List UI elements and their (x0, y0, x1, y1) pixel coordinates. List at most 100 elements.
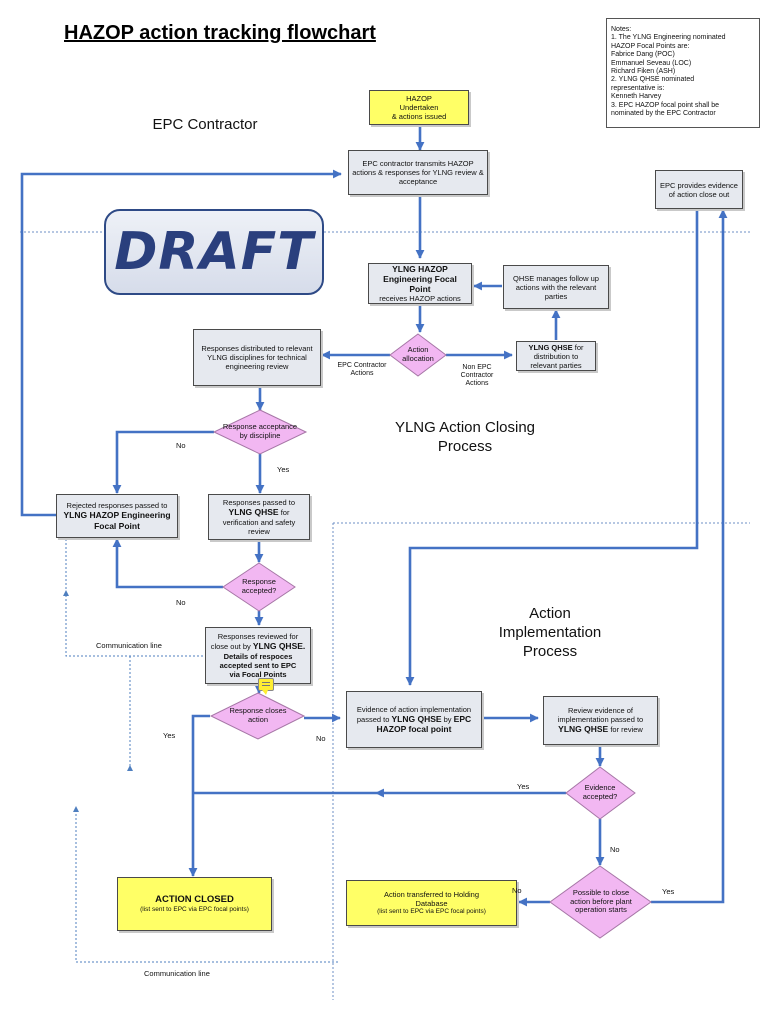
decision-response-closes-action (209, 692, 306, 740)
node-text: Response acceptance by discipline (222, 422, 298, 440)
node-rejected-responses: Rejected responses passed to YLNG HAZOP … (56, 494, 178, 538)
edge-line: EPC Contractor (337, 362, 387, 369)
notes-line: nominated by the EPC Contractor (611, 109, 716, 117)
node-line: action (247, 715, 268, 724)
decision-label-possible-to-close: Possible to close action before plant op… (562, 884, 640, 920)
decision-response-acceptance (212, 409, 308, 455)
edge-label-yes: Yes (517, 782, 530, 791)
node-bold: EPC HAZOP focal point (376, 713, 472, 734)
node-bold: YLNG QHSE (558, 724, 609, 735)
edge-label-no: No (176, 598, 186, 607)
node-text: Response accepted? (241, 577, 277, 595)
node-line: Action (407, 345, 429, 355)
node-responses-distributed: Responses distributed to relevant YLNG d… (193, 329, 321, 386)
node-text: EPC provides evidence of action close ou… (660, 180, 738, 199)
notes-line: Kenneth Harvey (611, 93, 662, 101)
node-line: allocation (402, 354, 434, 363)
notes-line: representative is: (611, 84, 665, 92)
edge-label-no: No (176, 441, 186, 450)
flow-arrow (188, 714, 210, 877)
edge-label-yes: Yes (163, 731, 176, 740)
node-bold: YLNG QHSE (528, 342, 573, 352)
notes-line: Emmanuel Seveau (LOC) (611, 59, 692, 67)
notes-box: Notes: 1. The YLNG Engineering nominated… (606, 18, 760, 128)
node-bold: YLNG QHSE. (252, 641, 306, 652)
edge-line: Actions (350, 370, 374, 378)
node-text: Possible to close action before plant op… (570, 888, 632, 915)
region-line: Process (437, 437, 493, 455)
decision-possible-to-close (549, 865, 652, 939)
node-line: (list sent to EPC via EPC focal points) (377, 908, 486, 916)
edge-line: Contractor (460, 372, 494, 380)
edge-label-no: No (610, 845, 620, 854)
edge-label-epc-actions: EPC Contractor Actions (332, 362, 392, 378)
flow-arrow (20, 169, 342, 517)
node-line: & actions issued (391, 112, 447, 121)
node-line: review (248, 526, 270, 536)
node-line: Evidence (584, 783, 616, 793)
edge-line: Actions (465, 380, 489, 388)
node-text: for review (610, 725, 643, 735)
region-line: YLNG Action Closing (394, 419, 536, 436)
node-line: HAZOP (406, 94, 432, 103)
node-line: via Focal Points (229, 669, 287, 679)
node-line: YLNG HAZOP Engineering (63, 510, 171, 521)
node-epc-transmits: EPC contractor transmits HAZOP actions &… (348, 150, 488, 195)
arrowhead-icon (63, 590, 69, 596)
node-line: receives HAZOP actions (379, 294, 461, 304)
flow-arrow (651, 209, 728, 904)
notes-line: 3. EPC HAZOP focal point shall be (611, 101, 720, 109)
node-line: Action transferred to Holding (383, 890, 480, 900)
node-holding-database: Action transferred to Holding Database (… (346, 880, 517, 926)
node-line: Database (415, 899, 448, 909)
node-line: Focal Point (94, 520, 140, 531)
region-line: Action (529, 605, 571, 622)
node-text: by (443, 714, 452, 724)
edge-label-no: No (512, 886, 522, 895)
node-review-evidence: Review evidence of implementation passed… (543, 696, 658, 745)
decision-label-allocation: Action allocation (390, 334, 446, 376)
region-line: Implementation (498, 623, 602, 641)
node-text: QHSE manages follow up actions with the … (513, 273, 599, 301)
decision-label-response-accepted: Response accepted? (229, 570, 289, 604)
edge-label-communication-line: Communication line (144, 969, 210, 978)
node-responses-passed: Responses passed to YLNG QHSE for verifi… (208, 494, 310, 540)
draft-text: DRAFT (114, 222, 314, 282)
notes-line: 1. The YLNG Engineering nominated (611, 34, 726, 42)
notes-line: Richard Fiken (ASH) (611, 67, 676, 75)
notes-line: Notes: (611, 26, 632, 33)
flow-arrow (112, 538, 223, 589)
decision-label-closes-action: Response closes action (218, 700, 298, 732)
node-bold: YLNG QHSE (228, 507, 279, 518)
node-line: Response closes (229, 706, 287, 716)
node-evidence-of-implementation: Evidence of action implementation passed… (346, 691, 482, 748)
communication-line-lower (75, 810, 338, 963)
region-line: Process (522, 642, 578, 660)
node-line: accepted? (582, 792, 618, 801)
decision-response-accepted (222, 562, 296, 612)
node-line: ACTION CLOSED (155, 894, 234, 906)
communication-line-upper (65, 537, 203, 657)
node-text: Responses distributed to relevant YLNG d… (201, 344, 313, 371)
node-line: Rejected responses passed to (66, 501, 168, 511)
region-action-implementation: Action Implementation Process (470, 605, 630, 661)
node-epc-evidence: EPC provides evidence of action close ou… (655, 170, 743, 209)
decision-evidence-accepted (565, 766, 636, 820)
edge-label-non-epc-actions: Non EPC Contractor Actions (452, 364, 502, 388)
node-line: YLNG HAZOP (392, 263, 448, 274)
node-qhse-distribution: YLNG QHSE for distribution to relevant p… (516, 341, 596, 371)
node-text: for (280, 508, 290, 518)
region-ylng-action-closing: YLNG Action Closing Process (380, 419, 550, 457)
node-line: (list sent to EPC via EPC focal points) (140, 905, 249, 913)
node-hazop-undertaken: HAZOP Undertaken & actions issued (369, 90, 469, 125)
node-line: Undertaken (399, 103, 439, 112)
node-line: verification and safety (222, 517, 296, 527)
node-line: Review evidence of (567, 706, 634, 716)
node-text: passed to (356, 714, 390, 724)
comment-icon[interactable] (258, 678, 274, 695)
arrowhead-icon (127, 765, 133, 771)
node-action-closed: ACTION CLOSED (list sent to EPC via EPC … (117, 877, 272, 931)
node-line: Details of respoces (223, 651, 293, 661)
node-qhse-manages: QHSE manages follow up actions with the … (503, 265, 609, 309)
